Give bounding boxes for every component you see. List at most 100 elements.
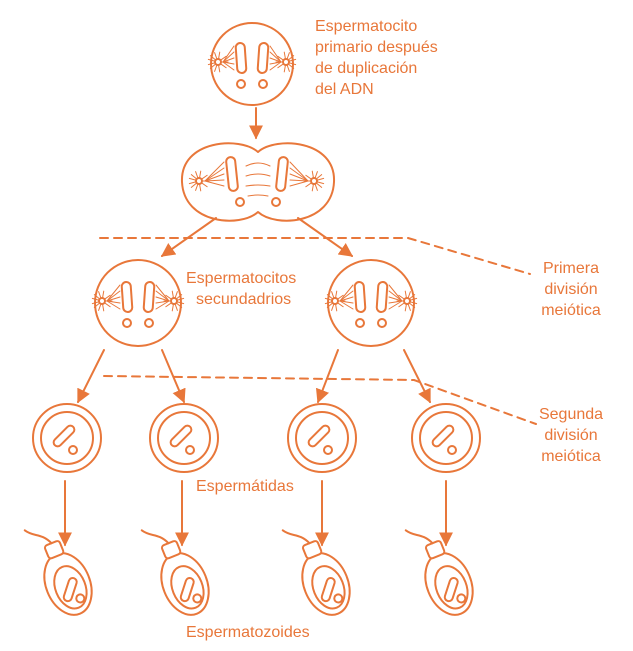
chromosome-dot: [236, 79, 246, 89]
spindle-fiber: [339, 284, 354, 302]
aster-ray: [314, 184, 318, 191]
spindle-fiber: [245, 184, 271, 187]
aster-ray: [324, 301, 332, 305]
aster-ray: [317, 181, 325, 185]
spermatozoon-body: [404, 529, 474, 616]
spermatids-label: Espermátidas: [196, 478, 294, 495]
spindle-fiber: [222, 57, 235, 63]
aster-ray: [201, 182, 208, 188]
aster-ray: [165, 294, 172, 300]
aster-ray: [188, 177, 196, 181]
aster-ray: [283, 51, 286, 59]
aster-ray: [209, 64, 216, 69]
aster-ray: [311, 184, 314, 192]
aster-ray: [98, 291, 102, 298]
aster-ray: [317, 177, 325, 181]
chromosome-dot: [68, 445, 78, 455]
aster-ray: [195, 171, 199, 178]
chromosome: [375, 281, 389, 313]
spermatozoon-4: [404, 529, 474, 616]
aster-ray: [331, 291, 335, 298]
aster-ray: [102, 290, 105, 298]
dividing-cell: [180, 142, 336, 222]
spermatid-inner: [419, 411, 473, 465]
primary-label-line-4: del ADN: [315, 81, 374, 98]
aster-ray: [311, 170, 314, 178]
spindle-fiber: [289, 161, 309, 182]
cell-membrane: [180, 142, 336, 222]
aster-ray: [286, 52, 290, 59]
chromosome: [225, 156, 239, 192]
sperm-tail: [140, 529, 170, 545]
aster-ray: [409, 303, 416, 308]
spindle-fiber: [204, 179, 225, 182]
sperm-inner: [53, 565, 88, 610]
aster-ray: [305, 174, 312, 180]
aster-ray: [335, 290, 338, 298]
chromosome: [275, 156, 289, 192]
spindle-fiber: [106, 296, 121, 302]
centrosome: [170, 297, 178, 305]
spermatid-inner: [157, 411, 211, 465]
aster-ray: [277, 63, 284, 69]
sperm-tail: [23, 529, 53, 545]
first-division-line-1: Primera: [542, 260, 599, 277]
spindle-fiber: [269, 45, 282, 63]
chromosome-dot: [271, 197, 281, 207]
aster-ray: [207, 58, 215, 62]
chromosome-dot: [144, 318, 154, 328]
aster-ray: [288, 55, 295, 60]
chromosome: [62, 576, 78, 603]
spindle-fiber: [155, 284, 170, 302]
aster-ray: [289, 58, 297, 62]
sperm-inner: [311, 565, 346, 610]
chromosome: [307, 424, 331, 448]
centrosome: [310, 177, 318, 185]
aster-ray: [177, 297, 185, 301]
spindle-fiber: [245, 173, 271, 177]
aster-ray: [331, 304, 335, 311]
aster-ray: [277, 55, 284, 61]
aster-ray: [171, 290, 174, 298]
spindle-fiber: [289, 180, 309, 187]
chromosome-dot: [456, 593, 467, 604]
spermatid-1: [32, 403, 102, 473]
aster-ray: [335, 304, 338, 312]
aster-ray: [188, 181, 196, 185]
spindle-fiber: [339, 300, 354, 310]
spindle-fiber: [339, 300, 354, 304]
aster-ray: [171, 304, 174, 312]
arrow-to-spermatid-1: [77, 349, 105, 404]
second-division-line-2: división: [544, 427, 598, 444]
aster-ray: [316, 183, 323, 188]
spindle-fiber: [289, 173, 309, 182]
spindle-fiber: [247, 194, 269, 197]
aster-ray: [316, 174, 323, 179]
spermatid-inner: [295, 411, 349, 465]
aster-ray: [201, 174, 208, 180]
aster-ray: [326, 294, 333, 299]
first-meiotic-division-label: Primera división meiótica: [531, 258, 611, 321]
spermatozoon-body: [23, 529, 93, 616]
aster-ray: [199, 184, 202, 192]
secondary-label-line-2: secundadrios: [196, 291, 292, 308]
aster-ray: [410, 297, 418, 301]
aster-ray: [98, 304, 102, 311]
spindle-fiber: [269, 57, 282, 63]
aster-ray: [199, 170, 202, 178]
aster-ray: [104, 302, 111, 308]
aster-ray: [91, 301, 99, 305]
aster-ray: [337, 302, 344, 308]
spindle-fiber: [106, 284, 121, 302]
secondary-label-line-1: Espermatocitos: [186, 270, 297, 287]
aster-ray: [174, 304, 178, 311]
spindle-fiber: [269, 61, 282, 65]
spindle-fiber: [269, 61, 282, 71]
secondary-spermatocyte-left: [91, 259, 185, 347]
spermatozoon-1: [23, 529, 93, 616]
primary-spermatocyte-label: Espermatocito primario después de duplic…: [315, 16, 438, 100]
chromosome-dot: [122, 318, 132, 328]
chromosome-dot: [75, 593, 86, 604]
aster-ray: [410, 301, 418, 305]
